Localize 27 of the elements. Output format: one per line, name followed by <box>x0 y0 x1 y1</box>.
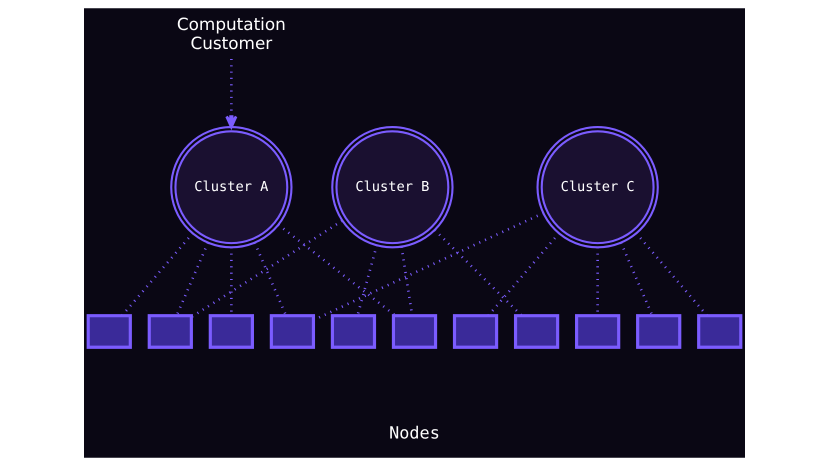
connector <box>486 232 560 316</box>
node-box <box>513 314 559 349</box>
node-circle: Cluster B <box>330 126 454 248</box>
connector <box>634 232 708 316</box>
node-box <box>269 314 315 349</box>
node-box <box>636 314 681 349</box>
node-circle: Cluster A <box>170 126 292 248</box>
node-box <box>574 314 620 349</box>
node-box <box>147 314 192 349</box>
connector <box>277 224 396 317</box>
node-box <box>86 314 132 349</box>
arrow <box>224 59 237 128</box>
connector <box>619 242 653 316</box>
connector <box>356 244 378 316</box>
connector <box>190 220 342 318</box>
connector <box>253 242 287 316</box>
node-circle: Cluster C <box>536 126 658 248</box>
node-box <box>696 314 742 349</box>
node-box <box>391 314 437 349</box>
label: Nodes <box>388 422 440 443</box>
connector <box>433 229 522 317</box>
node-box <box>452 314 498 349</box>
connector <box>120 232 194 316</box>
node-box <box>330 314 376 349</box>
connector <box>175 242 209 316</box>
node-text: Computation Customer <box>176 14 286 54</box>
node-box <box>208 314 254 349</box>
